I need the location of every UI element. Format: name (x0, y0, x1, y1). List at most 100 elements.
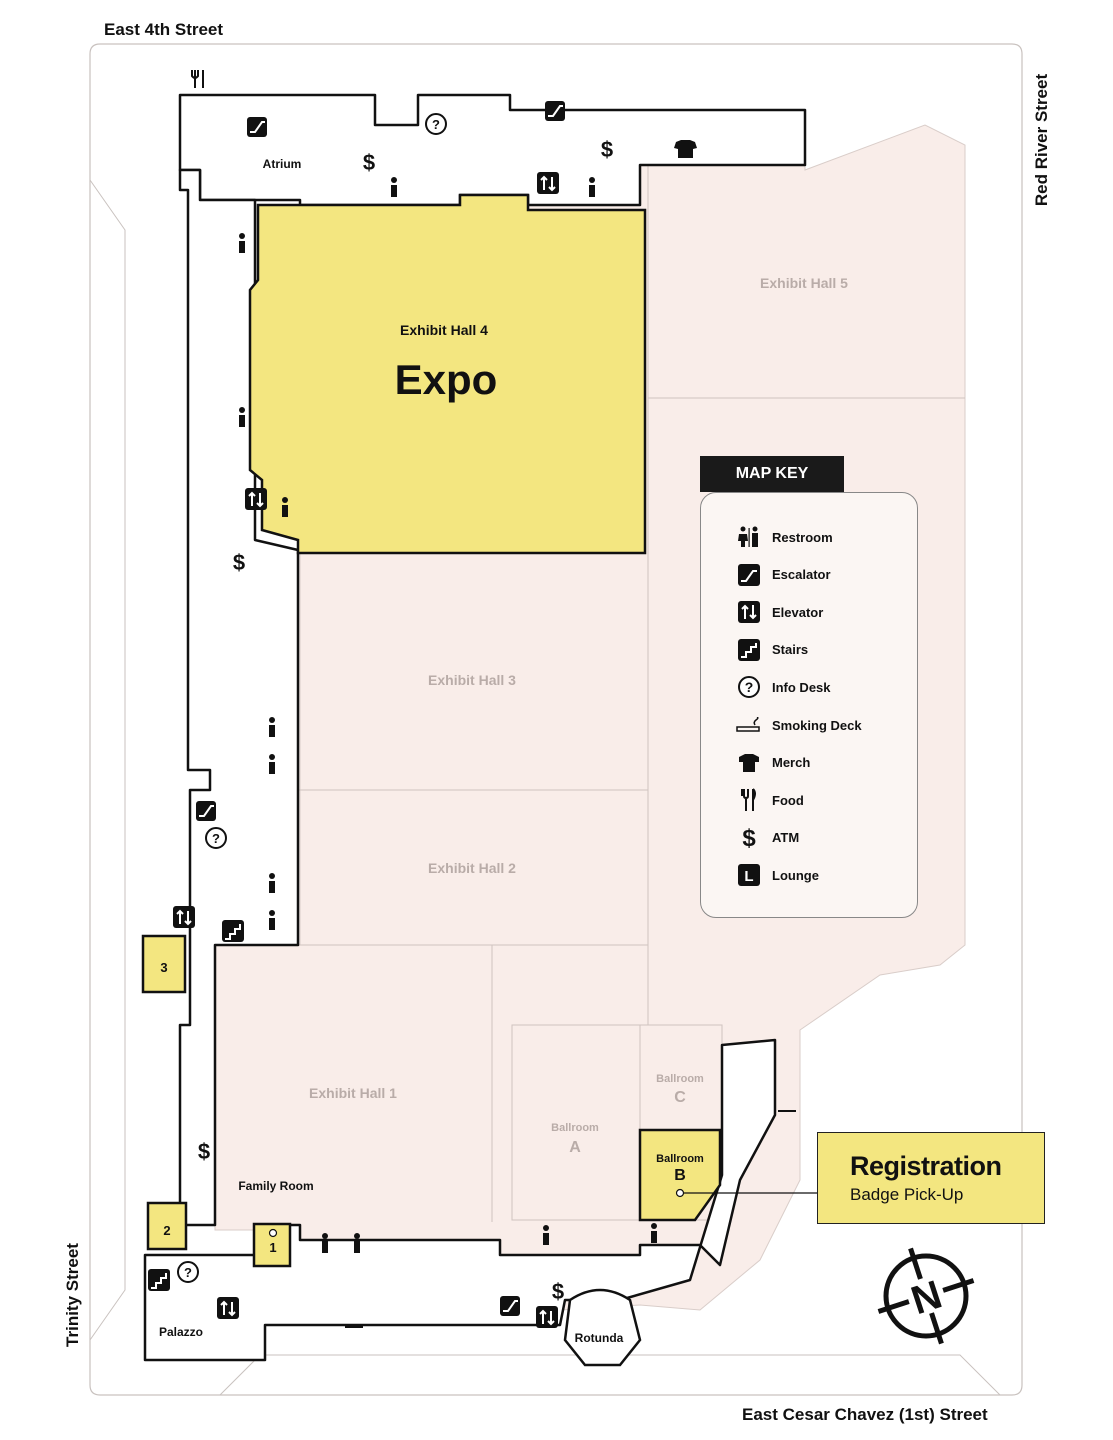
restroom-icon (269, 873, 275, 893)
family-room-label: Family Room (238, 1179, 313, 1193)
escalator-icon (736, 562, 762, 588)
hall-2-label: Exhibit Hall 2 (428, 860, 516, 876)
svg-text:?: ? (212, 831, 220, 846)
map-symbols: $ $ $ $ $ ? ? ? (148, 70, 796, 1328)
map-key-item: Food (736, 787, 804, 813)
ballroom-b-area[interactable] (638, 1128, 722, 1222)
hall-dividers (298, 162, 965, 1222)
south-corridor (143, 1038, 777, 1362)
food-icon (191, 70, 204, 88)
map-key-item: Restroom (736, 524, 833, 550)
map-key-item: Escalator (736, 562, 831, 588)
ballroom-b-letter: B (674, 1167, 686, 1184)
svg-text:?: ? (184, 1265, 192, 1280)
ballroom-b-name: Ballroom (656, 1153, 704, 1165)
map-key-label: Restroom (772, 529, 833, 545)
map-key-label: Escalator (772, 567, 831, 583)
street-south: East Cesar Chavez (1st) Street (742, 1405, 988, 1424)
elevator-icon (217, 1297, 239, 1319)
map-key-item: Smoking Deck (736, 712, 862, 738)
corridors (143, 93, 807, 1362)
restroom-icon (239, 233, 245, 253)
map-key-label: Stairs (772, 642, 809, 658)
restroom-icon (269, 717, 275, 737)
elevator-icon (537, 172, 559, 194)
ballroom-a-name: Ballroom (551, 1122, 599, 1134)
atm-icon: $ (601, 137, 613, 162)
svg-text:$: $ (742, 825, 756, 851)
escalator-icon (196, 801, 216, 821)
smoking-deck-icon (736, 712, 762, 738)
map-key-label: Elevator (772, 604, 824, 620)
rotunda-area (563, 1288, 642, 1367)
map-key-item: ? Info Desk (736, 674, 831, 700)
atm-icon: $ (363, 150, 375, 175)
palazzo-label: Palazzo (159, 1325, 203, 1339)
stairs-icon (148, 1269, 170, 1291)
restroom-icon (651, 1223, 657, 1243)
restroom-icon (269, 754, 275, 774)
map-key-item: Merch (736, 750, 810, 776)
restroom-icon (543, 1225, 549, 1245)
hall-3-label: Exhibit Hall 3 (428, 672, 516, 688)
map-key-label: Smoking Deck (772, 717, 862, 733)
rotunda-label: Rotunda (575, 1331, 624, 1345)
family-room-marker (268, 1228, 278, 1238)
elevator-icon (245, 488, 267, 510)
registration-callout[interactable]: Registration Badge Pick-Up (817, 1132, 1045, 1224)
street-north: East 4th Street (104, 20, 224, 39)
stairs-icon (736, 637, 762, 663)
registration-subtitle: Badge Pick-Up (850, 1185, 964, 1204)
lounge-3[interactable] (141, 934, 187, 994)
restroom-icon (589, 177, 595, 197)
hall-4-event: Expo (395, 356, 498, 403)
hall-1-label: Exhibit Hall 1 (309, 1085, 397, 1101)
svg-text:N: N (906, 1273, 947, 1324)
escalator-icon (545, 101, 565, 121)
lounge-2-label: 2 (163, 1223, 170, 1238)
compass-icon: N (877, 1247, 975, 1345)
lounge-3-label: 3 (160, 960, 167, 975)
elevator-icon (736, 599, 762, 625)
exhibit-hall-4-area[interactable] (248, 193, 647, 555)
atm-icon: $ (736, 825, 762, 851)
info-desk-icon (177, 1261, 199, 1283)
map-key-label: ATM (772, 830, 800, 846)
map-key-panel (700, 492, 918, 918)
info-desk-icon: ? (736, 674, 762, 700)
atrium-label: Atrium (263, 157, 302, 171)
smoking-deck-icon (345, 1110, 796, 1328)
restroom-icon (354, 1233, 360, 1253)
restroom-icon (282, 497, 288, 517)
restroom-icon (391, 177, 397, 197)
lounge-icon: L (736, 862, 762, 888)
merch-icon (736, 750, 762, 776)
restroom-icon (322, 1233, 328, 1253)
ballroom-c-name: Ballroom (656, 1073, 704, 1085)
site-boundary (89, 43, 1023, 1396)
hall-5-label: Exhibit Hall 5 (760, 275, 848, 291)
registration-title: Registration (850, 1151, 1002, 1181)
escalator-icon (500, 1296, 520, 1316)
elevator-icon (536, 1306, 558, 1328)
ballroom-c-letter: C (674, 1089, 686, 1106)
ballroom-a-letter: A (569, 1139, 581, 1156)
map-key-title: MAP KEY (700, 456, 844, 492)
atm-icon: $ (552, 1279, 564, 1304)
restroom-icon (239, 407, 245, 427)
ballroom-b-marker (675, 1188, 685, 1198)
info-desk-icon (425, 113, 447, 135)
svg-text:?: ? (745, 679, 754, 695)
atm-icon: $ (233, 550, 245, 575)
elevator-icon (173, 906, 195, 928)
map-key-item: Stairs (736, 637, 808, 663)
svg-text:L: L (744, 868, 753, 885)
stairs-icon (222, 920, 244, 942)
food-icon (736, 787, 762, 813)
lounge-1-label: 1 (269, 1240, 276, 1255)
map-key-label: Info Desk (772, 679, 831, 695)
lounge-2[interactable] (146, 1201, 188, 1251)
map-key-item: $ ATM (736, 825, 799, 851)
restroom-icon (269, 910, 275, 930)
